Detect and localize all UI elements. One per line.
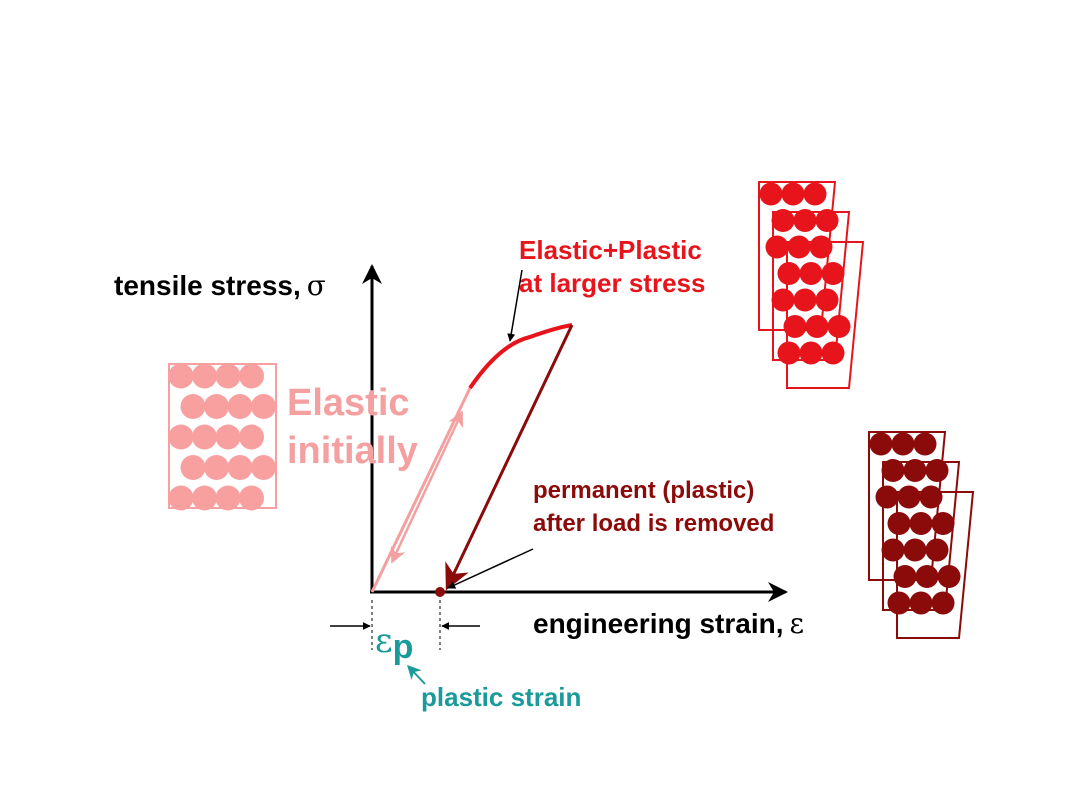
ep-symbol: εp	[375, 621, 413, 666]
atom	[168, 363, 194, 389]
plastic-strain-pointer	[407, 664, 426, 685]
atom	[903, 459, 927, 482]
atom	[204, 394, 229, 419]
strain-axis-label: engineering strain,ε	[533, 607, 804, 640]
atom	[887, 591, 911, 615]
elastic-label-line1: Elastic	[287, 382, 410, 424]
atom	[821, 262, 845, 285]
atom	[793, 209, 817, 232]
atom	[881, 538, 905, 562]
plastic-strain-label: plastic strain	[421, 682, 581, 712]
atom	[925, 459, 949, 482]
atom	[915, 565, 939, 588]
permanent-strain-point	[435, 587, 445, 597]
atom	[815, 288, 839, 312]
atom	[777, 341, 801, 365]
atom	[215, 424, 241, 450]
atom	[821, 341, 845, 365]
plastic-atom-lattice	[758, 181, 865, 389]
atom	[931, 591, 955, 615]
atom	[869, 432, 893, 456]
permanent-lattice-frame	[896, 491, 975, 639]
atom	[192, 363, 217, 389]
atom	[239, 424, 264, 450]
atom	[215, 485, 241, 511]
atom	[919, 485, 943, 509]
atom	[204, 455, 229, 480]
atom	[759, 182, 783, 206]
atom	[799, 262, 823, 285]
atom	[809, 235, 833, 259]
atom	[805, 315, 829, 338]
plastic-label-line2: at larger stress	[519, 268, 705, 298]
atom	[787, 235, 811, 259]
permanent-label-line1: permanent (plastic)	[533, 477, 754, 504]
atom	[781, 182, 805, 206]
atom	[903, 538, 927, 562]
atom	[215, 363, 241, 389]
atom	[239, 485, 264, 511]
unloading-line	[445, 324, 574, 591]
atom	[893, 565, 917, 588]
plastic-curve	[468, 323, 573, 390]
atom	[192, 485, 217, 511]
atom	[887, 512, 911, 535]
elastic-double-arrow	[390, 410, 464, 564]
atom	[897, 485, 921, 509]
atom	[251, 455, 276, 480]
atom	[875, 485, 899, 509]
stress-axis-label: tensile stress,σ	[114, 269, 326, 302]
elastic-atom-lattice	[168, 363, 277, 511]
atom	[891, 432, 915, 456]
plastic-lattice-frame	[786, 241, 865, 389]
atom	[799, 341, 823, 365]
atom	[783, 315, 807, 338]
atom	[793, 288, 817, 312]
atom	[803, 182, 827, 206]
atom	[239, 363, 264, 389]
atom	[931, 512, 955, 535]
atom	[771, 288, 795, 312]
atom	[180, 394, 206, 419]
atom	[251, 394, 276, 419]
atom	[909, 591, 933, 615]
atom	[771, 209, 795, 232]
atom	[227, 455, 253, 480]
atom	[777, 262, 801, 285]
atom	[881, 459, 905, 482]
permanent-atom-lattice	[868, 431, 975, 639]
atom	[937, 565, 961, 588]
atom	[168, 424, 194, 450]
atom	[827, 315, 851, 338]
atom	[227, 394, 253, 419]
atom	[913, 432, 937, 456]
elastic-label-line2: initially	[287, 430, 418, 472]
atom	[180, 455, 206, 480]
atom	[765, 235, 789, 259]
atom	[925, 538, 949, 562]
atom	[815, 209, 839, 232]
atom	[168, 485, 194, 511]
permanent-label-pointer	[447, 548, 534, 589]
permanent-label-line2: after load is removed	[533, 510, 774, 537]
plastic-label-pointer	[507, 269, 523, 342]
atom	[192, 424, 217, 450]
plastic-label-line1: Elastic+Plastic	[519, 235, 702, 265]
atom	[909, 512, 933, 535]
